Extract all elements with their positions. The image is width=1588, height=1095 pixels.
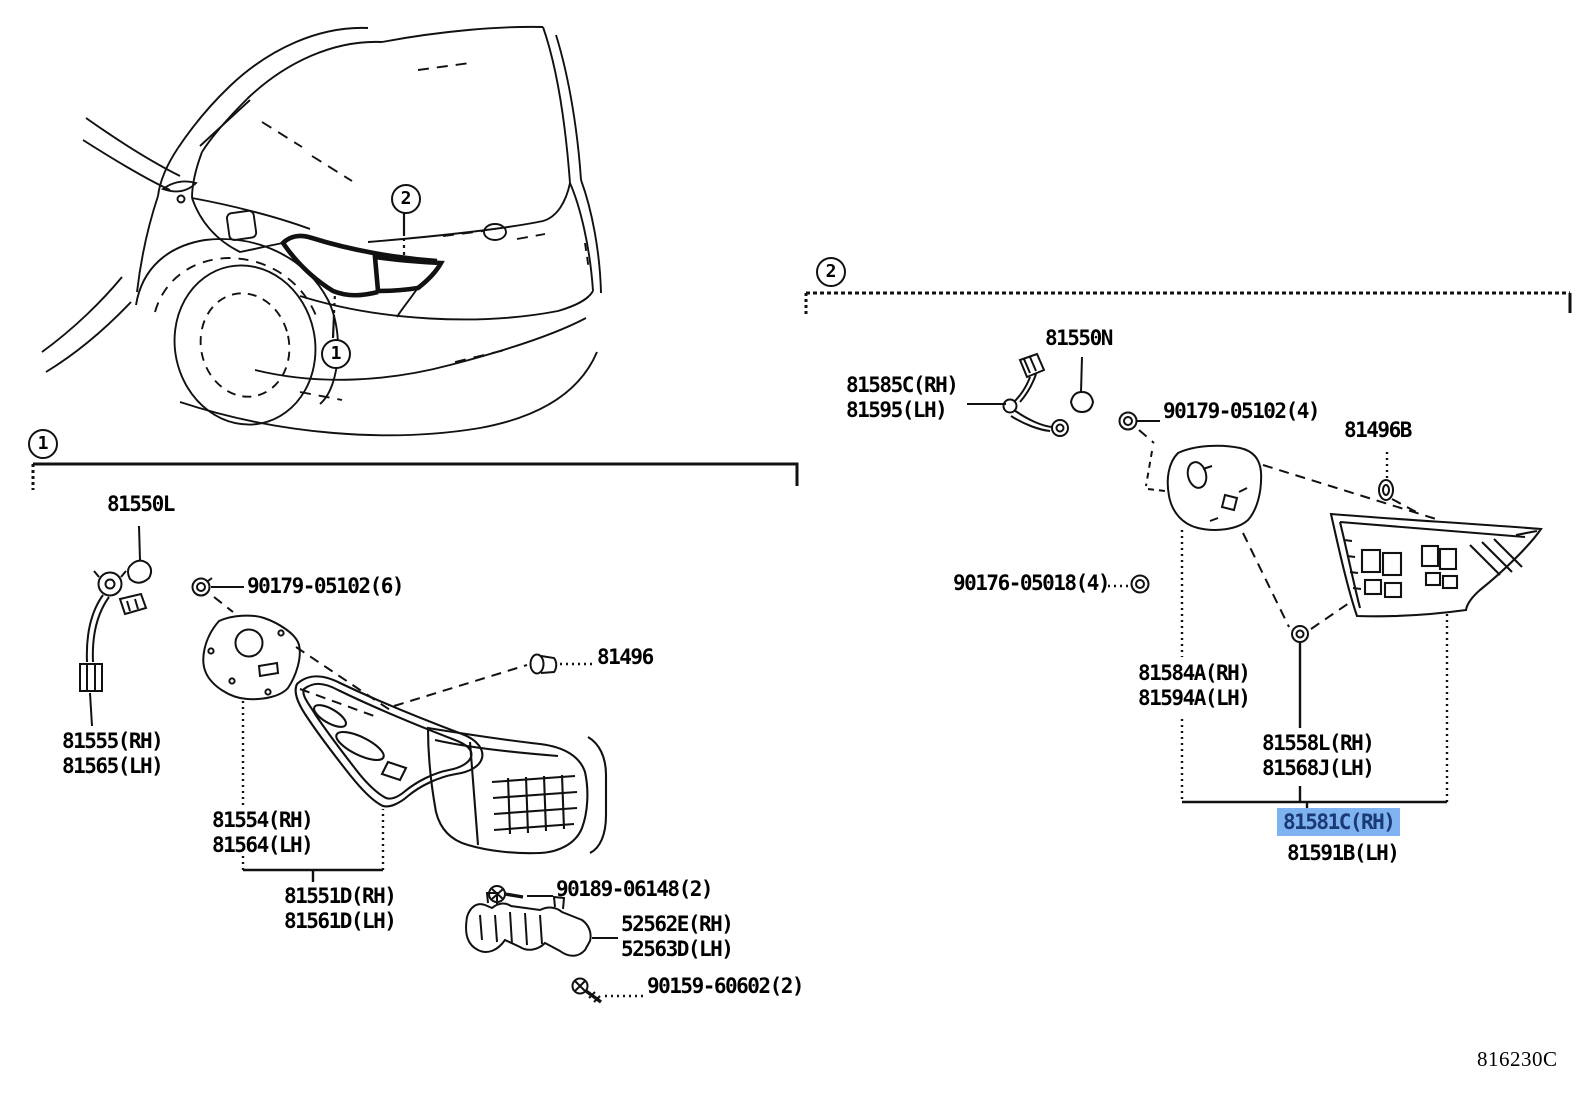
part-81554-rh[interactable]: 81554(RH) bbox=[212, 808, 314, 832]
part-81568j-lh[interactable]: 81568J(LH) bbox=[1262, 756, 1375, 780]
part-81581C-selected[interactable]: 81581C(RH) bbox=[1277, 808, 1401, 836]
part-81584A-81594A[interactable]: 81584A(RH) 81594A(LH) bbox=[1138, 661, 1251, 711]
part-90159-60602[interactable]: 90159-60602(2) bbox=[647, 974, 805, 998]
section1-gasket bbox=[202, 614, 301, 701]
part-90176-05018[interactable]: 90176-05018(4) bbox=[953, 571, 1111, 595]
screw-icon bbox=[571, 977, 589, 995]
grommet-icon bbox=[1378, 479, 1394, 501]
bulb-icon bbox=[1069, 390, 1095, 414]
part-81561d-lh[interactable]: 81561D(LH) bbox=[284, 909, 397, 933]
part-81585C-81595[interactable]: 81585C(RH) 81595(LH) bbox=[846, 373, 959, 423]
section2-socket-wire bbox=[967, 352, 1069, 437]
section2-lamp bbox=[1329, 512, 1543, 618]
part-81496B[interactable]: 81496B bbox=[1344, 418, 1412, 442]
part-90179-05102-6[interactable]: 90179-05102(6) bbox=[247, 574, 405, 598]
section1-dashed-lines bbox=[213, 596, 528, 717]
section1-lamp-body bbox=[294, 675, 484, 808]
part-81558l-rh[interactable]: 81558L(RH) bbox=[1262, 731, 1375, 755]
car-callout-1: 1 bbox=[321, 339, 351, 369]
part-81554-81564[interactable]: 81554(RH) 81564(LH) bbox=[212, 808, 314, 858]
section1-badge: 1 bbox=[28, 429, 58, 459]
section2-screw bbox=[1108, 574, 1150, 594]
figure-code: 816230C bbox=[1477, 1047, 1558, 1071]
part-81584a-rh[interactable]: 81584A(RH) bbox=[1138, 661, 1251, 685]
section2-badge: 2 bbox=[816, 257, 846, 287]
part-81594a-lh[interactable]: 81594A(LH) bbox=[1138, 686, 1251, 710]
part-52562E-52563D[interactable]: 52562E(RH) 52563D(LH) bbox=[621, 912, 734, 962]
car-outline bbox=[41, 25, 602, 437]
section2-nut-mid bbox=[1291, 625, 1309, 643]
section1-label-lines bbox=[241, 701, 385, 882]
section2-grommet bbox=[1378, 448, 1394, 501]
part-52563d-lh[interactable]: 52563D(LH) bbox=[621, 937, 734, 961]
section1-grommet bbox=[529, 653, 594, 675]
section2-bracket-line bbox=[804, 291, 1572, 317]
section2-bulb bbox=[1069, 356, 1095, 414]
nut-icon bbox=[1118, 411, 1138, 431]
section1-mounting-bracket bbox=[465, 892, 618, 957]
part-81585c-rh[interactable]: 81585C(RH) bbox=[846, 373, 959, 397]
section2-nut-upper bbox=[1118, 411, 1160, 431]
part-81565-lh[interactable]: 81565(LH) bbox=[62, 754, 164, 778]
section1-screw-lower bbox=[571, 977, 644, 1004]
car-callout-lines bbox=[331, 211, 406, 339]
part-81496[interactable]: 81496 bbox=[597, 645, 654, 669]
nut-icon bbox=[1130, 574, 1150, 594]
part-90189-06148[interactable]: 90189-06148(2) bbox=[556, 877, 714, 901]
section1-socket-wire bbox=[79, 525, 153, 727]
nut-icon bbox=[1291, 625, 1309, 643]
ring-terminal-icon bbox=[1051, 419, 1069, 437]
section1-nut bbox=[191, 577, 244, 597]
part-81555-81565[interactable]: 81555(RH) 81565(LH) bbox=[62, 729, 164, 779]
nut-icon bbox=[191, 577, 211, 597]
section1-bracket-line bbox=[31, 462, 799, 490]
section2-gasket bbox=[1166, 444, 1263, 531]
section2-dashed-lines bbox=[1138, 429, 1437, 630]
car-tail-lamp-inner bbox=[372, 254, 445, 294]
section1-screw-upper bbox=[488, 885, 553, 903]
car-callout-2: 2 bbox=[391, 184, 421, 214]
part-52562e-rh[interactable]: 52562E(RH) bbox=[621, 912, 734, 936]
part-81555-rh[interactable]: 81555(RH) bbox=[62, 729, 164, 753]
part-90179-05102-4[interactable]: 90179-05102(4) bbox=[1163, 399, 1321, 423]
bulb-icon bbox=[127, 559, 153, 584]
selected-part-highlight[interactable]: 81581C(RH) bbox=[1277, 808, 1401, 836]
part-81591B[interactable]: 81591B(LH) bbox=[1287, 841, 1400, 865]
part-81551d-rh[interactable]: 81551D(RH) bbox=[284, 884, 397, 908]
part-81550L[interactable]: 81550L bbox=[107, 492, 175, 516]
part-81564-lh[interactable]: 81564(LH) bbox=[212, 833, 314, 857]
part-81558L-81568J[interactable]: 81558L(RH) 81568J(LH) bbox=[1262, 731, 1375, 781]
grommet-icon bbox=[529, 653, 545, 675]
part-81551D-81561D[interactable]: 81551D(RH) 81561D(LH) bbox=[284, 884, 397, 934]
part-81550N[interactable]: 81550N bbox=[1045, 326, 1113, 350]
car-tail-lamp-outer bbox=[280, 233, 438, 298]
section1-lamp-lens bbox=[426, 726, 608, 855]
part-81595-lh[interactable]: 81595(LH) bbox=[846, 398, 948, 422]
